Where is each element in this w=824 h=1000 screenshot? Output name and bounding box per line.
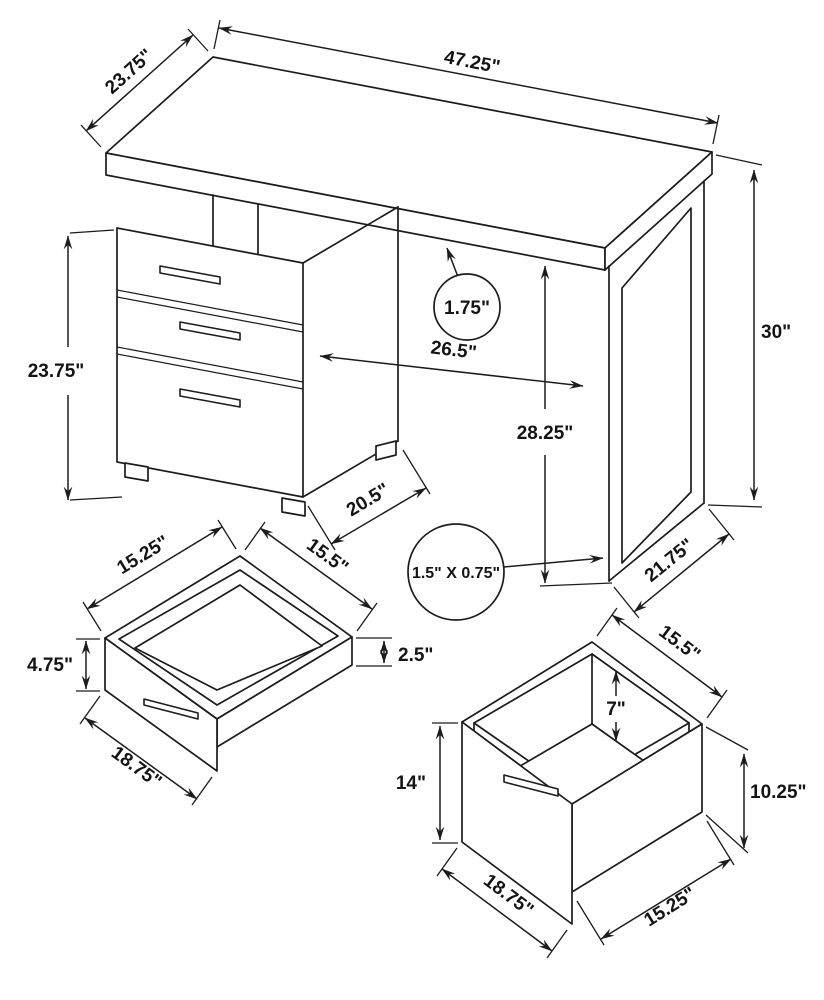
dim-label-outer-width: 18.75" xyxy=(107,742,165,792)
dim-cabinet-depth: 20.5" xyxy=(307,449,431,551)
dimension-line xyxy=(600,858,732,940)
dimension-line xyxy=(633,533,730,613)
extension-line xyxy=(191,776,213,806)
extension-line xyxy=(356,602,378,632)
drawer-cabinet xyxy=(116,194,399,517)
dim-label-leg-depth: 21.75" xyxy=(641,535,698,587)
leader-line xyxy=(503,554,604,568)
extension-line xyxy=(613,586,640,619)
extension-line xyxy=(69,229,115,234)
dim-label-front-height: 14" xyxy=(396,773,426,794)
extension-line xyxy=(402,449,431,495)
dim-label-knee-width: 26.5" xyxy=(430,337,478,363)
dim-label-inner-depth: 15.5" xyxy=(655,621,704,665)
drawer-handle xyxy=(143,698,199,720)
callout-circle xyxy=(433,273,501,341)
callout-circle xyxy=(407,523,505,621)
dim-desk-overall-height: 30" xyxy=(707,154,791,508)
extension-line xyxy=(712,114,720,145)
dim-label-overall-height: 30" xyxy=(761,322,791,343)
dimension-line xyxy=(218,26,719,125)
leg-inner-opening xyxy=(621,207,692,564)
drawer-3-handle xyxy=(179,388,241,408)
dim-label-cabinet-height: 23.75" xyxy=(28,361,85,382)
dim-small-drawer-side-height: 2.5" xyxy=(356,637,433,667)
dimension-line xyxy=(259,527,373,610)
extension-line xyxy=(539,582,613,587)
desk-drawing: 23.75" 47.25" 30" 1.75" 26.5" xyxy=(28,19,791,621)
extension-line xyxy=(217,519,237,550)
drawer-gap-1a xyxy=(116,289,304,326)
extension-line xyxy=(436,847,458,877)
extension-line xyxy=(82,601,102,632)
dim-label-front-height: 4.75" xyxy=(27,655,73,676)
dim-label-inner-width: 15.25" xyxy=(114,532,173,579)
dim-label-side-height: 10.25" xyxy=(750,782,807,803)
extension-line xyxy=(244,521,266,551)
dim-file-drawer-side-height: 10.25" xyxy=(705,726,807,854)
cabinet-foot-front-left xyxy=(124,462,149,482)
extension-line xyxy=(707,504,763,508)
dim-file-drawer-front-height: 14" xyxy=(396,722,458,844)
desk-top-right-edge xyxy=(604,151,713,271)
dim-knee-space-height: 28.25" xyxy=(517,265,613,587)
dim-label-cabinet-depth: 20.5" xyxy=(343,479,393,521)
drawer-gap-2b xyxy=(116,353,304,390)
cabinet-foot-front-right xyxy=(281,497,306,517)
dim-knee-space-width: 26.5" xyxy=(319,337,584,389)
dim-leg-tube-size: 1.5" X 0.75" xyxy=(407,523,604,621)
drawer-handle xyxy=(503,774,559,797)
dim-label-top-width: 47.25" xyxy=(442,47,502,78)
extension-line xyxy=(706,820,735,866)
extension-line xyxy=(576,900,605,946)
dimension-line xyxy=(85,34,194,132)
dimension-line xyxy=(611,614,723,698)
drawer-2-handle xyxy=(179,321,241,341)
cabinet-front-face xyxy=(116,227,304,498)
extension-line xyxy=(213,19,221,50)
dim-desk-top-thickness: 1.75" xyxy=(433,247,501,341)
dimension-line xyxy=(319,353,584,389)
extension-line xyxy=(79,695,101,725)
dim-label-inner-height: 7" xyxy=(606,699,626,720)
extension-line xyxy=(187,28,209,52)
extension-line xyxy=(705,814,749,854)
drawer-gap-1b xyxy=(116,296,304,333)
extension-line xyxy=(706,689,728,719)
dim-label-knee-height: 28.25" xyxy=(517,423,574,444)
file-drawer-drawing: 15.5" 7" 14" 10.25" 18.75" xyxy=(396,607,807,959)
extension-line xyxy=(596,607,618,637)
extension-line xyxy=(705,726,749,751)
extension-line xyxy=(69,496,123,501)
dimension-line xyxy=(84,717,198,800)
drawer-1-handle xyxy=(159,265,221,285)
leader-line xyxy=(446,247,459,278)
small-drawer-drawing: 15.25" 15.5" 4.75" 2.5" 18.75" xyxy=(27,519,433,806)
dim-label-top-thickness: 1.75" xyxy=(444,298,490,319)
extension-line xyxy=(715,154,763,166)
dim-label-top-depth: 23.75" xyxy=(101,45,157,98)
extension-line xyxy=(546,929,568,959)
extension-line xyxy=(80,124,102,148)
dim-cabinet-height: 23.75" xyxy=(28,229,123,501)
dim-label-outer-depth: 15.25" xyxy=(641,883,700,931)
dim-label-inner-depth: 15.5" xyxy=(302,535,352,579)
dim-label-leg-tube: 1.5" X 0.75" xyxy=(412,565,500,582)
dim-file-drawer-inner-height: 7" xyxy=(606,670,626,742)
dim-label-side-height: 2.5" xyxy=(398,645,433,666)
dimension-line xyxy=(86,526,223,610)
dim-small-drawer-front-height: 4.75" xyxy=(27,638,100,692)
drawer-gap-2a xyxy=(116,346,304,383)
cabinet-foot-back xyxy=(375,440,397,461)
cabinet-side-top-edge xyxy=(302,206,399,264)
extension-line xyxy=(708,508,735,541)
dimension-line xyxy=(441,868,553,952)
